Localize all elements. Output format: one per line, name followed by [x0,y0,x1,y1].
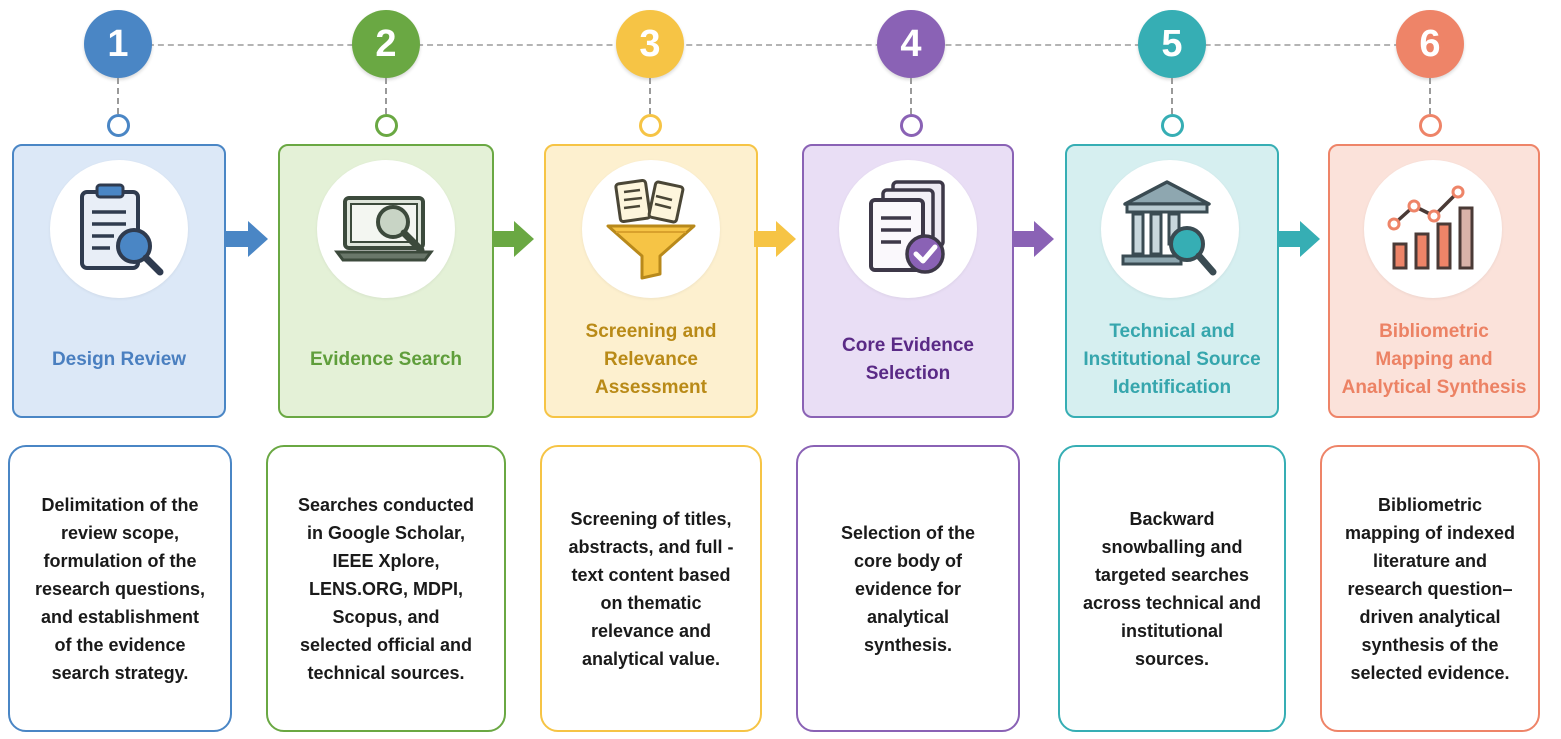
step-number-badge: 2 [352,10,420,78]
step-description-box: Backward snowballing and targeted search… [1058,445,1286,732]
step-2: 2 Evidence Search Searches conducted in … [256,0,516,739]
arrow-right-icon [754,221,796,257]
step-card: Screening and Relevance Assessment [544,144,758,418]
laptop-search-icon [334,196,434,262]
step-title: Technical and Institutional Source Ident… [1083,321,1261,398]
timeline-connector [118,44,1430,46]
step-dashed-link [1429,78,1431,114]
step-title: Design Review [51,349,187,370]
step-number-badge: 3 [616,10,684,78]
document-funnel-icon [606,178,696,280]
step-dashed-link [385,78,387,114]
step-card: Evidence Search [278,144,494,418]
step-title: Screening and Relevance Assessment [585,321,717,398]
clipboard-magnifier-icon [80,183,164,276]
step-card: Design Review [12,144,226,418]
step-number-badge: 1 [84,10,152,78]
step-description: Bibliometric mapping of indexed literatu… [1344,494,1515,683]
step-1: 1 Design Review Delimitation of the revi… [0,0,248,739]
arrow-right-icon [1278,221,1320,257]
step-description-box: Screening of titles, abstracts, and full… [540,445,762,732]
step-card: Technical and Institutional Source Ident… [1065,144,1279,418]
step-description: Searches conducted in Google Scholar, IE… [297,494,475,683]
step-ring-node [107,114,130,137]
step-description-box: Bibliometric mapping of indexed literatu… [1320,445,1540,732]
step-dashed-link [117,78,119,114]
step-title: Evidence Search [309,349,463,370]
step-3: 3 Screening and Relevance Assessment Scr… [520,0,780,739]
step-description-box: Delimitation of the review scope, formul… [8,445,232,732]
icon-circle [317,160,455,298]
step-ring-node [1161,114,1184,137]
arrow-right-icon [226,221,268,257]
step-dashed-link [1171,78,1173,114]
step-5: 5 Technical and Institutional Source Ide… [1042,0,1302,739]
icon-circle [582,160,720,298]
step-dashed-link [910,78,912,114]
icon-circle [1364,160,1502,298]
step-card: Core Evidence Selection [802,144,1014,418]
step-ring-node [900,114,923,137]
step-description: Backward snowballing and targeted search… [1082,508,1262,669]
step-card: Bibliometric Mapping and Analytical Synt… [1328,144,1540,418]
step-description: Delimitation of the review scope, formul… [34,494,206,683]
step-ring-node [639,114,662,137]
step-description-box: Selection of the core body of evidence f… [796,445,1020,732]
step-number-badge: 6 [1396,10,1464,78]
icon-circle [1101,160,1239,298]
step-title: Bibliometric Mapping and Analytical Synt… [1341,321,1527,398]
arrow-right-icon [492,221,534,257]
documents-check-icon [869,180,945,274]
step-description: Screening of titles, abstracts, and full… [568,508,734,669]
step-number-badge: 4 [877,10,945,78]
step-ring-node [1419,114,1442,137]
step-4: 4 Core Evidence Selection Selection of t… [781,0,1041,739]
step-title: Core Evidence Selection [842,335,974,384]
step-description-box: Searches conducted in Google Scholar, IE… [266,445,506,732]
step-number-badge: 5 [1138,10,1206,78]
step-dashed-link [649,78,651,114]
bar-chart-trend-icon [1387,185,1474,270]
icon-circle [839,160,977,298]
step-description: Selection of the core body of evidence f… [840,522,975,655]
step-ring-node [375,114,398,137]
icon-circle [50,160,188,298]
step-6: 6 Bibliometric Mapping and Analytical Sy… [1300,0,1560,739]
institution-search-icon [1121,180,1217,276]
arrow-right-icon [1012,221,1054,257]
